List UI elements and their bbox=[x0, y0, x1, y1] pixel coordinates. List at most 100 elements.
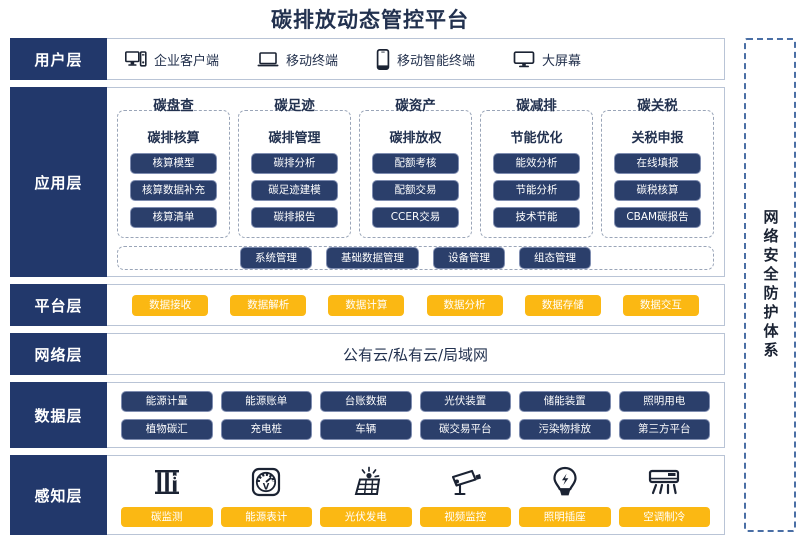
platform-capability-button[interactable]: 数据存储 bbox=[524, 294, 601, 316]
data-source-button[interactable]: 污染物排放 bbox=[519, 418, 611, 440]
data-source-button[interactable]: 照明用电 bbox=[618, 390, 710, 412]
air-conditioner-icon bbox=[647, 463, 681, 501]
data-source-button[interactable]: 碳交易平台 bbox=[419, 418, 511, 440]
layer-application-label: 应用层 bbox=[10, 87, 107, 277]
perception-device-energy-meter[interactable]: V 能源表计 bbox=[220, 463, 312, 527]
app-group-subtitle: 节能优化 bbox=[510, 131, 563, 146]
energy-meter-icon: V bbox=[250, 463, 282, 501]
data-source-button[interactable]: 能源计量 bbox=[121, 390, 213, 412]
app-group-box: 碳排核算 核算模型 核算数据补充 核算清单 bbox=[117, 110, 230, 238]
security-rail-label: 网络安全防护体系 bbox=[761, 209, 780, 361]
data-source-row: 能源计量 能源账单 台账数据 光伏装置 储能装置 照明用电 bbox=[121, 390, 710, 412]
data-source-button[interactable]: 能源账单 bbox=[220, 390, 312, 412]
data-source-button[interactable]: 充电桩 bbox=[220, 418, 312, 440]
app-group-box: 碳排管理 碳排分析 碳足迹建模 碳排报告 bbox=[238, 110, 351, 238]
data-source-button[interactable]: 车辆 bbox=[320, 418, 412, 440]
app-group-carbon-footprint: 碳足迹 碳排管理 碳排分析 碳足迹建模 碳排报告 bbox=[238, 94, 351, 238]
platform-capability-button[interactable]: 数据交互 bbox=[622, 294, 699, 316]
user-terminal-mobile[interactable]: 移动终端 bbox=[257, 50, 338, 69]
data-source-button[interactable]: 储能装置 bbox=[519, 390, 611, 412]
perception-device-hvac[interactable]: 空调制冷 bbox=[618, 463, 710, 527]
platform-capability-button[interactable]: 数据分析 bbox=[426, 294, 503, 316]
layer-network-label: 网络层 bbox=[10, 333, 107, 375]
platform-capability-list: 数据接收 数据解析 数据计算 数据分析 数据存储 数据交互 bbox=[107, 294, 724, 316]
data-source-button[interactable]: 光伏装置 bbox=[419, 390, 511, 412]
light-bulb-icon bbox=[551, 463, 579, 501]
layer-application: 应用层 碳盘查 碳排核算 核算模型 核算数据补充 核算清单 碳足迹 bbox=[10, 87, 725, 277]
laptop-icon bbox=[257, 51, 279, 68]
app-module-button[interactable]: 核算模型 bbox=[129, 153, 218, 174]
app-group-title: 碳减排 bbox=[516, 98, 557, 114]
platform-capability-button[interactable]: 数据计算 bbox=[328, 294, 405, 316]
app-module-button[interactable]: 在线填报 bbox=[613, 153, 702, 174]
perception-device-label: 视频监控 bbox=[419, 506, 511, 527]
app-module-button[interactable]: CCER交易 bbox=[371, 207, 460, 228]
perception-device-label: 能源表计 bbox=[220, 506, 312, 527]
app-module-button[interactable]: 碳足迹建模 bbox=[250, 180, 339, 201]
app-module-button[interactable]: 节能分析 bbox=[492, 180, 581, 201]
user-terminal-list: 企业客户端 移动终端 bbox=[107, 48, 724, 70]
app-group-subtitle: 碳排管理 bbox=[268, 131, 321, 146]
app-group-box: 节能优化 能效分析 节能分析 技术节能 bbox=[480, 110, 593, 238]
app-module-button[interactable]: 能效分析 bbox=[492, 153, 581, 174]
svg-text:V: V bbox=[263, 482, 270, 492]
perception-device-carbon-monitor[interactable]: 碳监测 bbox=[121, 463, 213, 527]
shared-service-button[interactable]: 基础数据管理 bbox=[326, 247, 419, 269]
app-module-button[interactable]: 核算清单 bbox=[129, 207, 218, 228]
app-group-title: 碳关税 bbox=[637, 98, 678, 114]
app-module-button[interactable]: 配额考核 bbox=[371, 153, 460, 174]
solar-panel-icon bbox=[349, 463, 383, 501]
user-terminal-label: 企业客户端 bbox=[154, 53, 220, 69]
user-terminal-smart-mobile[interactable]: 移动智能终端 bbox=[376, 48, 475, 70]
perception-device-grid: 碳监测 V 能源表计 bbox=[107, 457, 724, 534]
layer-network-body: 公有云/私有云/局域网 bbox=[107, 334, 724, 374]
user-terminal-label: 大屏幕 bbox=[542, 53, 582, 69]
shared-service-button[interactable]: 组态管理 bbox=[519, 247, 591, 269]
data-source-button[interactable]: 植物碳汇 bbox=[121, 418, 213, 440]
layer-perception-body: 碳监测 V 能源表计 bbox=[107, 456, 724, 534]
app-module-button[interactable]: 核算数据补充 bbox=[129, 180, 218, 201]
perception-device-lighting[interactable]: 照明插座 bbox=[519, 463, 611, 527]
user-terminal-big-screen[interactable]: 大屏幕 bbox=[513, 50, 581, 69]
data-source-button[interactable]: 台账数据 bbox=[320, 390, 412, 412]
app-module-button[interactable]: 配额交易 bbox=[371, 180, 460, 201]
desktop-tower-icon bbox=[125, 50, 147, 68]
app-module-button[interactable]: 碳排分析 bbox=[250, 153, 339, 174]
layer-user-body: 企业客户端 移动终端 bbox=[107, 39, 724, 79]
user-terminal-label: 移动终端 bbox=[286, 53, 339, 69]
perception-device-label: 照明插座 bbox=[519, 506, 611, 527]
layer-perception-label: 感知层 bbox=[10, 455, 107, 535]
app-module-button[interactable]: 技术节能 bbox=[492, 207, 581, 228]
perception-device-cctv[interactable]: 视频监控 bbox=[419, 463, 511, 527]
layer-application-body: 碳盘查 碳排核算 核算模型 核算数据补充 核算清单 碳足迹 碳排管理 碳排分析 bbox=[107, 88, 724, 276]
platform-capability-button[interactable]: 数据接收 bbox=[132, 294, 209, 316]
shared-service-button[interactable]: 设备管理 bbox=[433, 247, 505, 269]
perception-device-label: 碳监测 bbox=[121, 506, 213, 527]
layer-user-label: 用户层 bbox=[10, 38, 107, 80]
app-module-button[interactable]: 碳税核算 bbox=[613, 180, 702, 201]
layer-platform-label: 平台层 bbox=[10, 284, 107, 326]
security-rail: 网络安全防护体系 bbox=[744, 38, 796, 532]
app-module-button[interactable]: CBAM碳报告 bbox=[613, 207, 702, 228]
data-source-row: 植物碳汇 充电桩 车辆 碳交易平台 污染物排放 第三方平台 bbox=[121, 418, 710, 440]
layer-data-label: 数据层 bbox=[10, 382, 107, 448]
data-source-button[interactable]: 第三方平台 bbox=[618, 418, 710, 440]
network-options-text: 公有云/私有云/局域网 bbox=[342, 345, 489, 364]
application-shared-services: 系统管理 基础数据管理 设备管理 组态管理 bbox=[117, 246, 714, 270]
app-group-carbon-reduction: 碳减排 节能优化 能效分析 节能分析 技术节能 bbox=[480, 94, 593, 238]
shared-service-button[interactable]: 系统管理 bbox=[240, 247, 312, 269]
perception-device-label: 光伏发电 bbox=[320, 506, 412, 527]
perception-device-solar[interactable]: 光伏发电 bbox=[320, 463, 412, 527]
layer-stack: 用户层 bbox=[10, 38, 725, 542]
app-module-button[interactable]: 碳排报告 bbox=[250, 207, 339, 228]
app-group-carbon-asset: 碳资产 碳排放权 配额考核 配额交易 CCER交易 bbox=[359, 94, 472, 238]
app-group-box: 碳排放权 配额考核 配额交易 CCER交易 bbox=[359, 110, 472, 238]
user-terminal-enterprise-client[interactable]: 企业客户端 bbox=[125, 50, 219, 69]
platform-capability-button[interactable]: 数据解析 bbox=[230, 294, 307, 316]
app-group-subtitle: 碳排核算 bbox=[147, 131, 200, 146]
carbon-sensor-icon bbox=[152, 463, 182, 501]
app-group-title: 碳盘查 bbox=[153, 98, 194, 114]
app-group-box: 关税申报 在线填报 碳税核算 CBAM碳报告 bbox=[601, 110, 714, 238]
layer-perception: 感知层 bbox=[10, 455, 725, 535]
app-group-carbon-inventory: 碳盘查 碳排核算 核算模型 核算数据补充 核算清单 bbox=[117, 94, 230, 238]
